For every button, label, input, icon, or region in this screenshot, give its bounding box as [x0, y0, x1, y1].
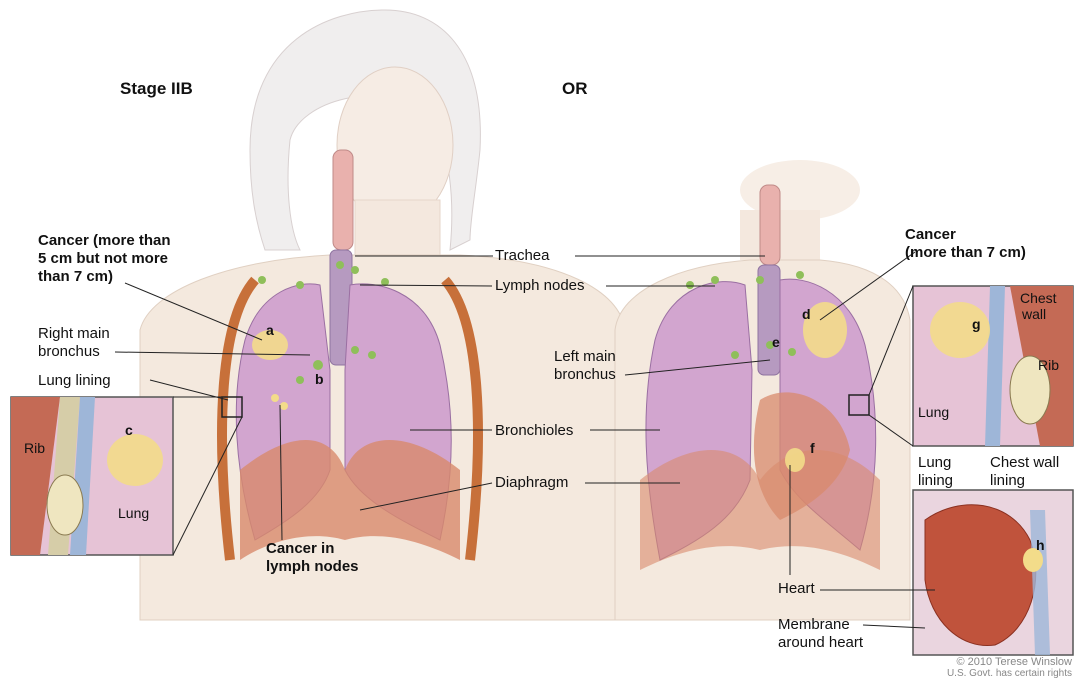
label-cancer-7-l2: (more than 7 cm) [905, 244, 1026, 261]
label-cancer-7-l1: Cancer [905, 226, 956, 243]
label-left-main-bronchus-l2: bronchus [554, 366, 616, 383]
label-bronchioles: Bronchioles [495, 422, 573, 439]
label-lung-lining: Lung lining [38, 372, 111, 389]
letter-f: f [810, 440, 815, 456]
letter-e: e [772, 334, 780, 350]
label-chest-wall-lining-l1: Chest wall [990, 454, 1059, 471]
label-right-main-bronchus-l1: Right main [38, 325, 110, 342]
letter-h: h [1036, 537, 1045, 553]
label-cancer-5-7-l1: Cancer (more than [38, 232, 171, 249]
right-inset-heart [913, 490, 1073, 655]
label-diaphragm: Diaphragm [495, 474, 568, 491]
letter-d: d [802, 306, 811, 322]
label-left-main-bronchus-l1: Left main [554, 348, 616, 365]
label-lymph-nodes: Lymph nodes [495, 277, 585, 294]
label-lung-inset-right: Lung [918, 404, 949, 421]
label-cancer-5-7-l2: 5 cm but not more [38, 250, 168, 267]
copyright-line2: U.S. Govt. has certain rights [900, 668, 1072, 679]
heading-stage: Stage IIB [120, 80, 193, 97]
label-rib-right: Rib [1038, 357, 1059, 374]
label-chest-wall-l2: wall [1022, 306, 1046, 323]
left-figure [140, 10, 625, 620]
letter-b: b [315, 371, 324, 387]
label-lung-lining-right-l2: lining [918, 472, 953, 489]
label-membrane-l2: around heart [778, 634, 863, 651]
label-heart: Heart [778, 580, 815, 597]
letter-g: g [972, 316, 981, 332]
label-membrane-l1: Membrane [778, 616, 850, 633]
label-rib-left: Rib [24, 440, 45, 457]
label-trachea: Trachea [495, 247, 549, 264]
label-cancer-lymph-l2: lymph nodes [266, 558, 359, 575]
right-figure [615, 160, 910, 620]
letter-a: a [266, 322, 274, 338]
label-cancer-lymph-l1: Cancer in [266, 540, 334, 557]
label-chest-wall-lining-l2: lining [990, 472, 1025, 489]
label-chest-wall-l1: Chest [1020, 290, 1057, 307]
letter-c: c [125, 422, 133, 438]
copyright-line1: © 2010 Terese Winslow [900, 657, 1072, 668]
label-cancer-5-7-l3: than 7 cm) [38, 268, 113, 285]
label-lung-lining-right-l1: Lung [918, 454, 951, 471]
heading-or: OR [562, 80, 588, 97]
label-lung-inset-left: Lung [118, 505, 149, 522]
label-right-main-bronchus-l2: bronchus [38, 343, 100, 360]
